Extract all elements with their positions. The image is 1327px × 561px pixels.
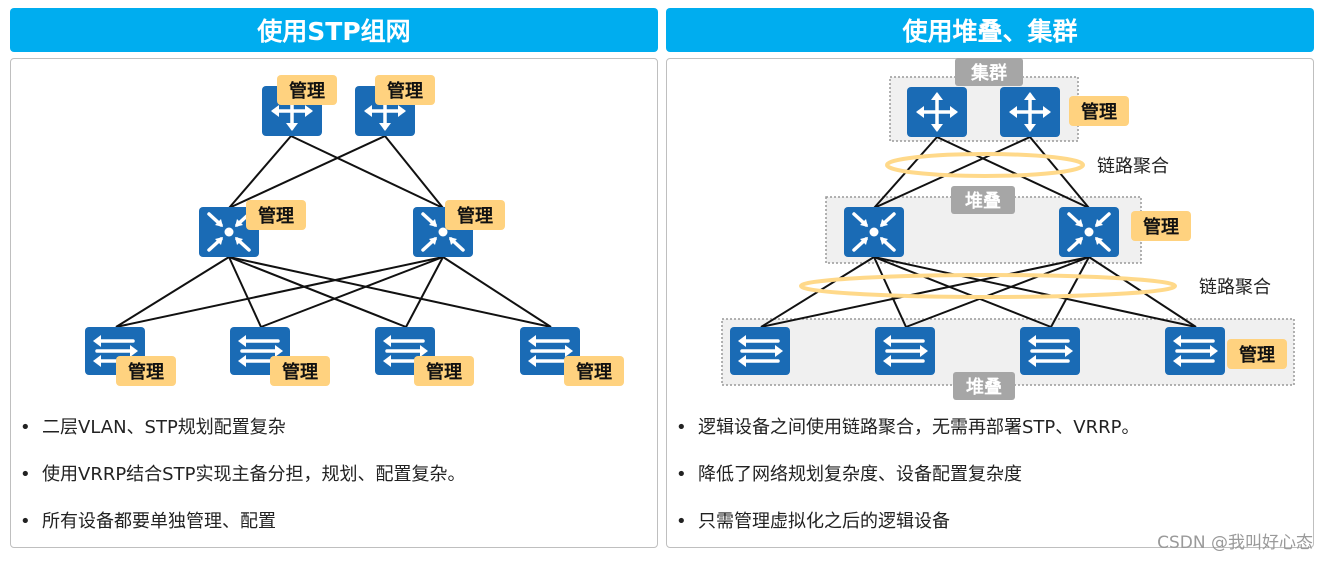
mgmt-tag: [246, 200, 306, 230]
link-agg-label-1: 链路聚合: [1097, 156, 1169, 177]
left-access-switch-2: 管理: [228, 325, 330, 386]
mgmt-tag: [414, 356, 474, 386]
stack-tag-bottom: [953, 372, 1015, 400]
mgmt-label: 管理: [576, 361, 612, 383]
mgmt-label: 管理: [1081, 101, 1117, 123]
watermark: CSDN @我叫好心态: [1157, 533, 1313, 553]
link-agg-label-2: 链路聚合: [1199, 277, 1271, 298]
cluster-tag: [955, 58, 1023, 86]
left-links: [115, 135, 552, 328]
mgmt-tag: [277, 75, 337, 105]
mgmt-label: 管理: [128, 361, 164, 383]
mgmt-tag-stack-top: [1131, 211, 1191, 241]
mgmt-tag: [445, 200, 505, 230]
right-access-switch-4: [1163, 325, 1227, 377]
mgmt-tag-cluster: [1069, 96, 1129, 126]
mgmt-label: 管理: [457, 205, 493, 227]
right-bullet-list: 逻辑设备之间使用链路聚合，无需再部署STP、VRRP。 降低了网络规划复杂度、设…: [674, 417, 1304, 558]
stack-label-bottom: 堆叠: [966, 376, 1002, 398]
mgmt-tag: [270, 356, 330, 386]
left-bullet-list: 二层VLAN、STP规划配置复杂 使用VRRP结合STP实现主备分担，规划、配置…: [18, 417, 648, 558]
left-bullet-3: 所有设备都要单独管理、配置: [18, 511, 648, 558]
stack-tag-top: [951, 186, 1015, 214]
right-bullet-3: 只需管理虚拟化之后的逻辑设备: [674, 511, 1304, 558]
mgmt-label: 管理: [289, 80, 325, 102]
left-access-switch-1: 管理: [83, 325, 176, 386]
left-panel-title: 使用STP组网: [10, 8, 658, 52]
left-access-switch-3: 管理: [373, 325, 474, 386]
right-bullet-2: 降低了网络规划复杂度、设备配置复杂度: [674, 464, 1304, 511]
left-core-router-1: 管理: [260, 75, 337, 138]
mgmt-label: 管理: [282, 361, 318, 383]
right-access-switch-3: [1018, 325, 1082, 377]
right-panel-title: 使用堆叠、集群: [666, 8, 1314, 52]
mgmt-label: 管理: [387, 80, 423, 102]
left-bullet-2: 使用VRRP结合STP实现主备分担，规划、配置复杂。: [18, 464, 648, 511]
left-agg-switch-2: 管理: [411, 200, 505, 259]
left-access-switch-4: 管理: [518, 325, 624, 386]
link-agg-ring-1: [885, 152, 1085, 178]
link-agg-ring-2: [799, 273, 1177, 299]
mgmt-tag: [564, 356, 624, 386]
cluster-label: 集群: [970, 62, 1007, 84]
mgmt-tag: [116, 356, 176, 386]
mgmt-label: 管理: [258, 205, 294, 227]
mgmt-label: 管理: [1239, 344, 1275, 366]
left-agg-switch-1: 管理: [197, 200, 306, 259]
stack-label-top: 堆叠: [965, 190, 1001, 212]
right-access-switch-2: [873, 325, 937, 377]
right-agg-switch-2: [1057, 205, 1121, 259]
mgmt-tag: [375, 75, 435, 105]
mgmt-tag-stack-bottom: [1227, 339, 1287, 369]
mgmt-label: 管理: [1143, 216, 1179, 238]
right-core-router-2: [998, 85, 1062, 139]
right-agg-switch-1: [842, 205, 906, 259]
right-core-router-1: [905, 85, 969, 139]
left-bullet-1: 二层VLAN、STP规划配置复杂: [18, 417, 648, 464]
right-bullet-1: 逻辑设备之间使用链路聚合，无需再部署STP、VRRP。: [674, 417, 1304, 464]
left-core-router-2: 管理: [353, 75, 435, 138]
mgmt-label: 管理: [426, 361, 462, 383]
right-access-switch-1: [728, 325, 792, 377]
